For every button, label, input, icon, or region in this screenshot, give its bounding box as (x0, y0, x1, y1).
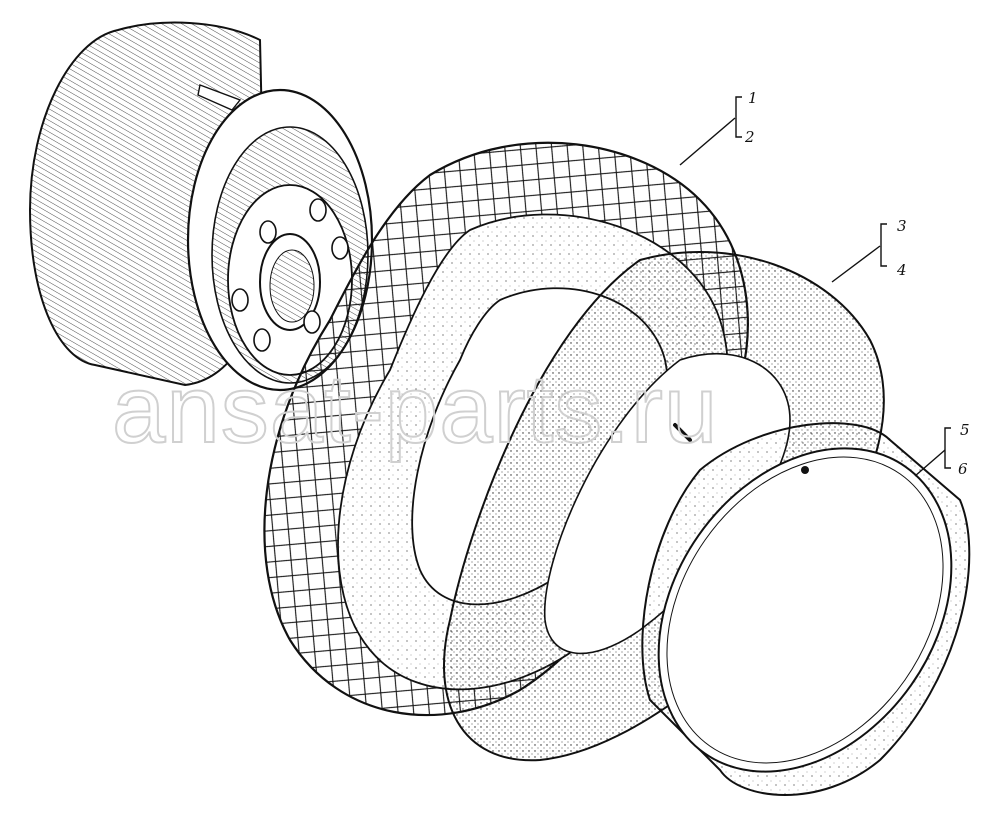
callout-number-3: 3 (897, 217, 907, 235)
callout-inner-tube: 3 4 (831, 217, 907, 283)
callout-number-1: 1 (748, 89, 758, 107)
rim-flap (641, 422, 971, 796)
callout-number-4: 4 (896, 261, 907, 279)
watermark-text: ansat-parts.ru (112, 356, 718, 463)
valve-stem (673, 423, 692, 442)
callout-number-6: 6 (958, 460, 968, 478)
callout-tire: 1 2 (679, 89, 758, 166)
valve-hole (801, 466, 809, 474)
callout-rim-flap: 5 6 (914, 421, 970, 478)
callout-number-5: 5 (960, 421, 970, 439)
bolt-holes (231, 198, 349, 352)
wheel-disc (28, 21, 374, 392)
callout-number-2: 2 (744, 128, 755, 146)
